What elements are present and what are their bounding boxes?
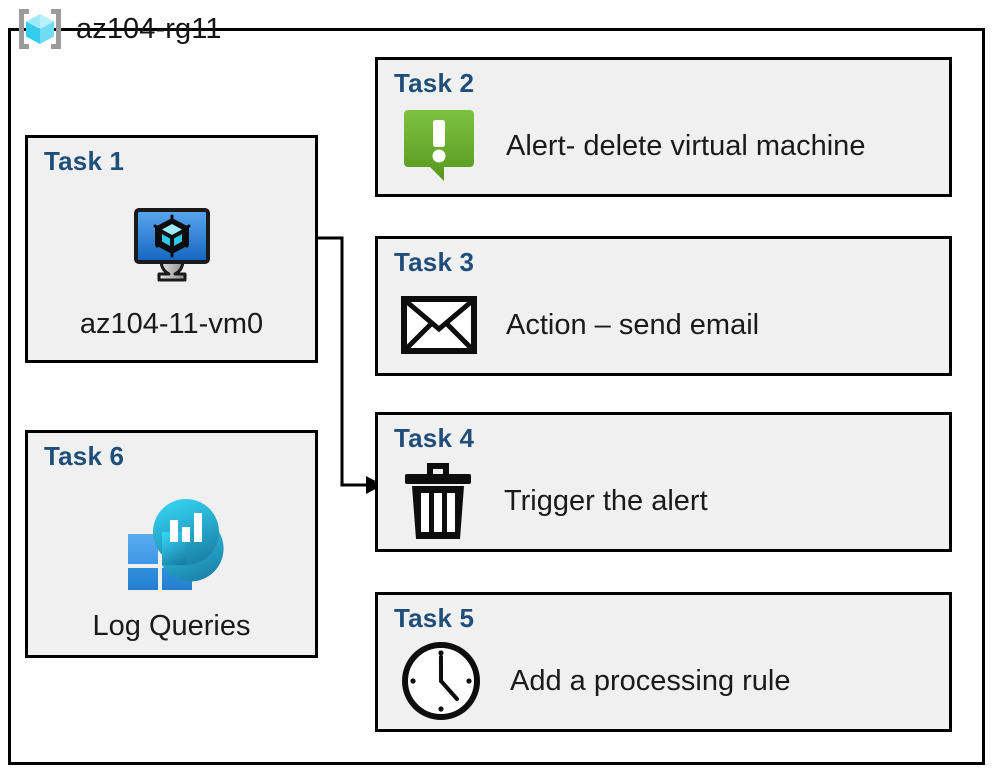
task-card-2[interactable]: Task 2 Alert- delete virtual machine: [375, 57, 952, 197]
task-card-4[interactable]: Task 4 Trigger the alert: [375, 412, 952, 552]
task-6-title: Task 6: [44, 441, 125, 471]
task-card-1[interactable]: Task 1: [25, 135, 318, 363]
trash-can-icon: [405, 463, 471, 539]
task-2-label: Alert- delete virtual machine: [506, 129, 866, 162]
azure-resource-group-icon: [19, 9, 61, 49]
resource-group-header: az104-rg11: [14, 4, 222, 54]
task-2-title: Task 2: [394, 68, 475, 98]
task-4-title: Task 4: [394, 423, 475, 453]
task-1-title: Task 1: [44, 146, 125, 176]
task-card-3[interactable]: Task 3 Action – send email: [375, 236, 952, 376]
alert-bubble-icon: [404, 110, 474, 181]
log-analytics-icon: [127, 498, 224, 590]
task-5-label: Add a processing rule: [510, 664, 791, 697]
resource-group-name: az104-rg11: [76, 12, 222, 45]
resource-group-header-mask: [25, 41, 277, 81]
clock-icon: [402, 642, 480, 720]
task-card-5[interactable]: Task 5 Add a processing rule: [375, 592, 952, 732]
resource-group-frame: [8, 28, 985, 765]
task-4-label: Trigger the alert: [504, 484, 708, 517]
task-3-title: Task 3: [394, 247, 475, 277]
task-3-label: Action – send email: [506, 308, 760, 341]
task-5-title: Task 5: [394, 603, 475, 633]
envelope-icon: [401, 296, 477, 354]
task-6-label: Log Queries: [92, 609, 251, 642]
task-card-6[interactable]: Task 6: [25, 430, 318, 658]
virtual-machine-icon: [133, 207, 210, 281]
task-1-label: az104-11-vm0: [79, 307, 264, 340]
